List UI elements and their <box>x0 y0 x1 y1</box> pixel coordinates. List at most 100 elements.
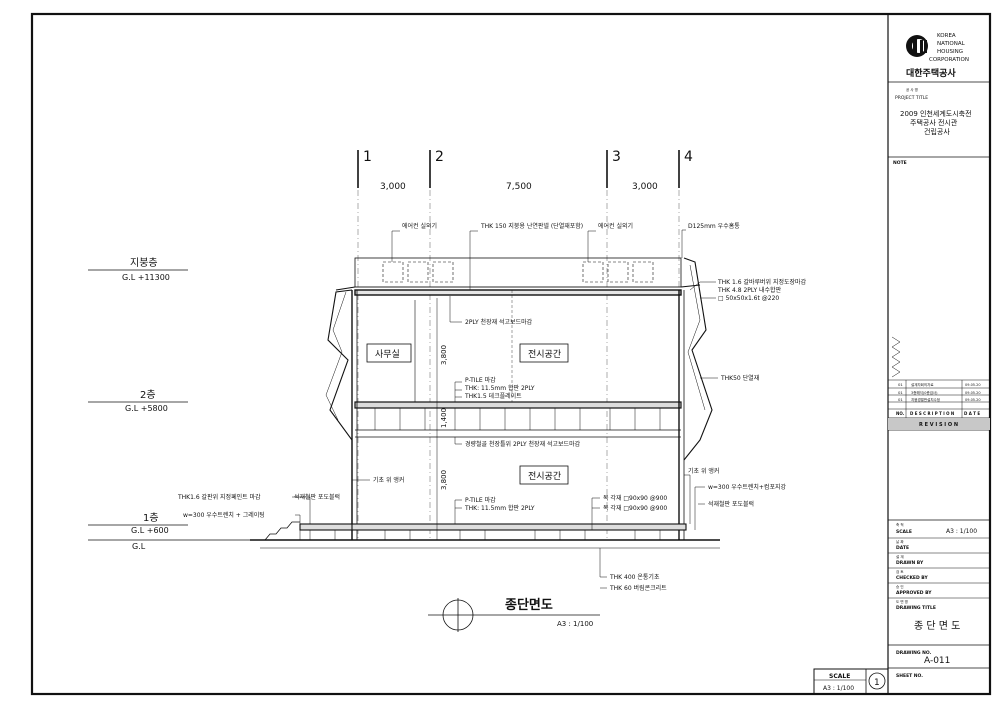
checked-label-ko: 검 토 <box>896 569 904 574</box>
note-louver-3: □ 50x50x1.6t @220 <box>718 295 779 302</box>
note-ceiling-2: 경량철골 천장틀위 2PLY 천장재 석고보드마감 <box>465 440 581 448</box>
bottom-scale-value: A3 : 1/100 <box>823 685 854 692</box>
grid-spacing-1: 3,000 <box>380 182 406 192</box>
vdim-lower: 3,800 <box>440 470 448 490</box>
drawing-title-label-ko: 도 면 명 <box>896 599 908 604</box>
rev-header-desc: D E S C R I P T I O N <box>910 411 954 416</box>
level-gl-elevation: G.L <box>132 542 146 551</box>
note-ceiling-finish: 2PLY 천장재 석고보드마감 <box>465 318 533 326</box>
knhc-logo-icon <box>906 35 928 57</box>
note-ply-2: THK: 11.5mm 합판 2PLY <box>464 504 535 512</box>
room-box-exhibit-1f <box>519 465 569 485</box>
approved-label-ko: 승 인 <box>896 584 904 589</box>
room-exhibit-2f: 전시공간 <box>528 349 561 360</box>
level-2f-name: 2층 <box>140 389 156 401</box>
grid-axis-2: 2 <box>435 149 444 165</box>
grid-axis-dash-lines <box>357 190 680 540</box>
note-joist-2: 목 각재 □90x90 @900 <box>603 504 667 512</box>
rev-header-no: NO. <box>896 411 905 416</box>
sheet-border <box>30 12 992 696</box>
rev-1-desc: 설계자회의자료 <box>911 382 934 387</box>
note-deck: THK1.5 데크플레이트 <box>464 392 522 400</box>
date-label: DATE <box>896 545 909 551</box>
vdim-middle: 1,400 <box>440 408 448 428</box>
grid-axis-4: 4 <box>684 149 693 165</box>
scale-label: SCALE <box>896 529 912 535</box>
bottom-scale-box <box>813 668 889 695</box>
note-ply-1: THK: 11.5mm 합판 2PLY <box>464 384 535 392</box>
grid-axis-3: 3 <box>612 149 621 165</box>
level-1f-name: 1층 <box>143 512 159 524</box>
note-drain: D125mm 우수홈통 <box>688 222 740 230</box>
scale-label-ko: 축 척 <box>896 522 904 527</box>
bottom-scale-label: SCALE <box>829 673 850 680</box>
note-ptile-2: P-TILE 마감 <box>465 496 496 504</box>
note-footing: THK 400 온통기초 <box>609 573 660 581</box>
rev-1-date: 09.05.20 <box>965 383 981 387</box>
rev-2-desc: 3층해석(0층검사) <box>911 390 938 395</box>
level-roof-elevation: G.L +11300 <box>122 273 170 282</box>
rev-header-date: D A T E <box>964 411 980 416</box>
note-louver-1: THK 1.6 갈바루버위 지정도장마감 <box>717 278 807 286</box>
rev-1-no: 01 <box>898 382 903 387</box>
rev-2-no: 01 <box>898 390 903 395</box>
grid-axis-markers <box>357 150 680 188</box>
checked-label: CHECKED BY <box>896 575 928 581</box>
approved-label: APPROVED BY <box>896 590 932 596</box>
building-section <box>250 257 720 549</box>
room-office: 사무실 <box>375 349 400 360</box>
note-louver-2: THK 4.8 2PLY 내수합판 <box>717 286 782 294</box>
revision-band <box>888 418 990 430</box>
drawing-no: A-011 <box>924 656 950 666</box>
room-box-office <box>366 343 412 363</box>
note-insulation: THK50 단열재 <box>720 374 759 382</box>
room-exhibit-1f: 전시공간 <box>528 471 561 482</box>
date-label-ko: 날 짜 <box>896 539 904 544</box>
project-label-ko: 공 사 명 <box>906 87 918 92</box>
drawing-no-label: DRAWING NO. <box>896 650 932 656</box>
title-block <box>888 81 990 669</box>
level-1f-elevation: G.L +600 <box>131 526 169 535</box>
rev-3-no: 01 <box>898 397 903 402</box>
title-block-drawing-title: 종 단 면 도 <box>914 620 960 632</box>
project-title-3: 건립공사 <box>924 127 950 136</box>
project-title-2: 주택공사 전시관 <box>910 118 958 127</box>
grid-spacing-3: 3,000 <box>632 182 658 192</box>
level-markers <box>88 269 250 541</box>
drawing-scale: A3 : 1/100 <box>557 620 593 628</box>
sheet-no-label: SHEET NO. <box>896 673 923 679</box>
note-gutter-right: w=300 우수트렌치+컴포지강 <box>708 483 786 491</box>
vdim-upper: 3,800 <box>440 345 448 365</box>
note-steel-paving: 석재철판 포도블럭 <box>708 500 754 508</box>
note-aircon-right: 에어컨 실외기 <box>598 222 633 230</box>
rev-3-date: 09.05.20 <box>965 398 981 402</box>
company-en-2: NATIONAL <box>937 41 966 47</box>
grid-spacing-2: 7,500 <box>506 182 532 192</box>
note-roof-panel: THK 150 지붕용 난연판넬 (단열재포함) <box>480 222 583 230</box>
level-roof-name: 지붕층 <box>130 257 158 269</box>
rev-2-date: 09.05.20 <box>965 391 981 395</box>
annotation-leaders <box>292 229 718 589</box>
sheet-number: 1 <box>874 678 880 688</box>
level-2f-elevation: G.L +5800 <box>125 404 168 413</box>
note-gutter-left: w=300 우수트렌치 + 그레이팅 <box>183 511 265 519</box>
note-anchor-right: 기초 위 앵커 <box>688 467 719 475</box>
drawing-title-label: DRAWING TITLE <box>896 605 936 611</box>
revision-label: R E V I S I O N <box>919 422 958 428</box>
company-en-3: HOUSING <box>937 49 963 55</box>
rev-3-desc: 지붕경열판설치수정 <box>911 397 940 402</box>
drawn-label-ko: 설 계 <box>896 554 904 559</box>
company-ko: 대한주택공사 <box>906 67 956 79</box>
grid-axis-1: 1 <box>363 149 372 165</box>
project-title-1: 2009 인천세계도시축전 <box>900 109 972 118</box>
drawing-title: 종단면도 <box>505 597 553 613</box>
scale-value: A3 : 1/100 <box>946 528 977 535</box>
note-aircon-left: 에어컨 실외기 <box>402 222 437 230</box>
note-galv-finish: THK1.6 갈판위 지정페인트 마감 <box>177 493 261 501</box>
room-box-exhibit-2f <box>519 343 569 363</box>
note-anchor-left: 기초 위 앵커 <box>373 476 404 484</box>
note-steel-stair: 석재철판 포도블럭 <box>294 493 340 501</box>
note-ptile-1: P-TILE 마감 <box>465 376 496 384</box>
note-label: NOTE <box>893 160 907 166</box>
